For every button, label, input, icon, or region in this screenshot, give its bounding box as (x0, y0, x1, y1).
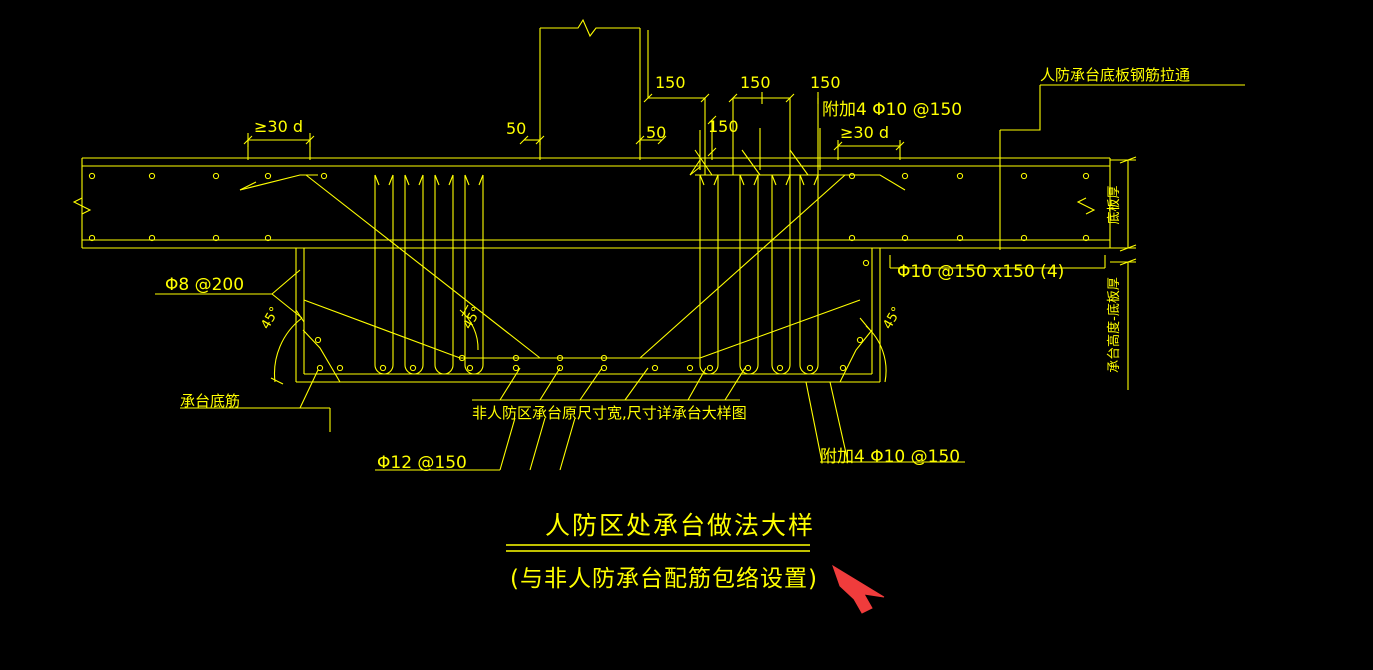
drawing-title: 人防区处承台做法大样 (545, 511, 815, 540)
label-added-bar-bottom: 附加4 Φ10 @150 (820, 447, 960, 467)
dimension-cover-right: 50 (646, 123, 666, 142)
label-bottom-bar-spec: Φ12 @150 (377, 453, 467, 473)
label-cap-height: 承台高度-底板厚 (1106, 277, 1122, 373)
label-stirrup-left: Φ8 @200 (165, 275, 244, 295)
dimension-spacing-1: 150 (655, 73, 686, 92)
leader-lines (155, 84, 1245, 471)
note-cap-width: 非人防区承台原尺寸宽,尺寸详承台大样图 (472, 404, 747, 422)
label-cap-bottom-bar: 承台底筋 (180, 392, 240, 410)
column-stub (539, 18, 641, 160)
label-angle-left: 45° (258, 305, 283, 332)
pile-cap-outline (82, 247, 1110, 383)
dimension-left-anchor: ≥30 d (254, 117, 303, 136)
label-angle-right: 45° (880, 305, 905, 332)
label-slab-thickness: 底板厚 (1106, 185, 1122, 224)
label-angle-mid: 45° (460, 305, 485, 332)
dimension-right-anchor: ≥30 d (840, 123, 889, 142)
stirrup-group-right (699, 174, 819, 375)
dimension-lines (243, 30, 1137, 390)
dimension-spacing-2: 150 (740, 73, 771, 92)
mouse-cursor-arrow (832, 564, 885, 614)
slab-rebar-dots (88, 172, 1090, 242)
dimension-spacing-3: 150 (810, 73, 841, 92)
title-underlines (506, 544, 810, 552)
base-slab-outline (72, 157, 1111, 249)
dimension-cover-left: 50 (506, 119, 526, 138)
original-cap-profile (303, 299, 861, 359)
label-mesh-spec: Φ10 @150 x150 (4) (897, 262, 1064, 282)
label-added-bar-top: 附加4 Φ10 @150 (822, 100, 962, 120)
drawing-subtitle: (与非人防承台配筋包络设置) (510, 566, 818, 592)
dimension-spacing-vertical: 150 (708, 117, 739, 136)
cap-bottom-rebar-dots (314, 259, 870, 372)
diagonal-bent-bars (239, 166, 906, 359)
stirrup-group-left (374, 174, 484, 375)
note-top-right: 人防承台底板钢筋拉通 (1040, 66, 1190, 84)
angle-arcs (270, 304, 887, 385)
